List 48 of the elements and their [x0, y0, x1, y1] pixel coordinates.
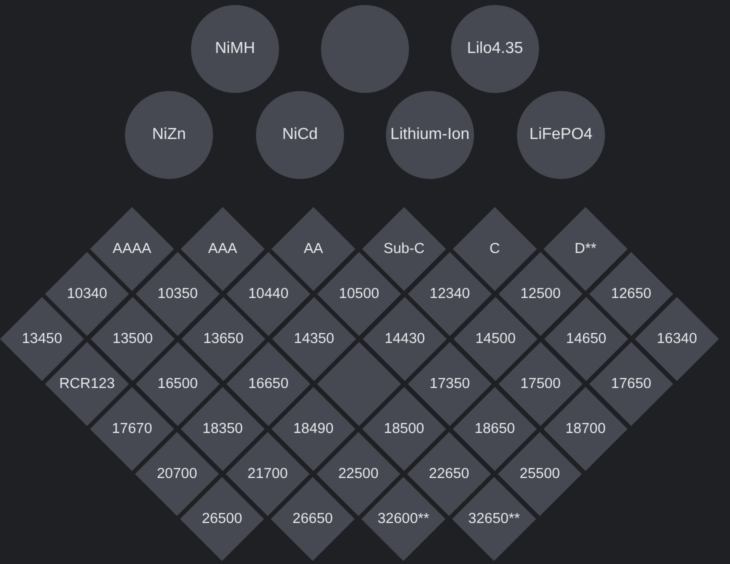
size-label: 14650 [566, 330, 606, 348]
size-label: 16650 [248, 376, 289, 392]
size-label: C [490, 240, 500, 258]
size-label: 14350 [294, 330, 334, 348]
size-label: 18490 [293, 420, 334, 438]
chemistry-label: Lilo4.35 [466, 40, 524, 58]
size-label: Sub-C [384, 240, 425, 258]
chemistry-label: NiCd [282, 126, 318, 144]
size-label: AAA [208, 240, 238, 258]
size-label: 10500 [338, 286, 380, 302]
size-label: 10440 [248, 286, 289, 302]
size-label: 13450 [22, 330, 62, 348]
size-label: AAAA [112, 240, 152, 258]
size-label: 14430 [384, 330, 425, 348]
size-label: 18650 [474, 420, 515, 438]
size-label: 20700 [156, 466, 198, 482]
size-label: AA [304, 240, 324, 258]
size-label: 17500 [520, 376, 561, 392]
size-label: 17650 [611, 376, 652, 392]
size-label: 22650 [428, 466, 470, 482]
chemistry-label: Lithium-Ion [390, 126, 470, 144]
size-label: 32600** [378, 510, 430, 528]
size-label: 10350 [158, 286, 198, 302]
size-label: 21700 [248, 466, 288, 482]
size-label: RCR123 [59, 376, 115, 392]
size-label: 25500 [520, 466, 560, 482]
size-label: 17350 [430, 376, 470, 392]
size-label: 26650 [292, 510, 333, 528]
size-label: 10340 [66, 286, 108, 302]
size-label: 32650** [468, 510, 520, 528]
chemistry-label: NiMH [215, 40, 255, 58]
size-label: 16340 [656, 330, 698, 348]
size-label: 18350 [202, 420, 243, 438]
size-label: 26500 [202, 510, 242, 528]
size-label: 22500 [338, 466, 379, 482]
size-label: 14500 [475, 330, 516, 348]
chemistry-label: NiZn [152, 126, 186, 144]
size-label: 13650 [203, 330, 244, 348]
size-label: 18700 [565, 420, 606, 438]
size-label: 12650 [611, 286, 652, 302]
size-label: 16500 [158, 376, 198, 392]
size-label: 17670 [112, 420, 152, 438]
size-label: 18500 [384, 420, 424, 438]
size-label: 12340 [430, 286, 470, 302]
size-label: D** [574, 240, 596, 258]
size-label: 13500 [112, 330, 153, 348]
chemistry-label: LiFePO4 [529, 126, 593, 144]
size-label: 12500 [520, 286, 561, 302]
